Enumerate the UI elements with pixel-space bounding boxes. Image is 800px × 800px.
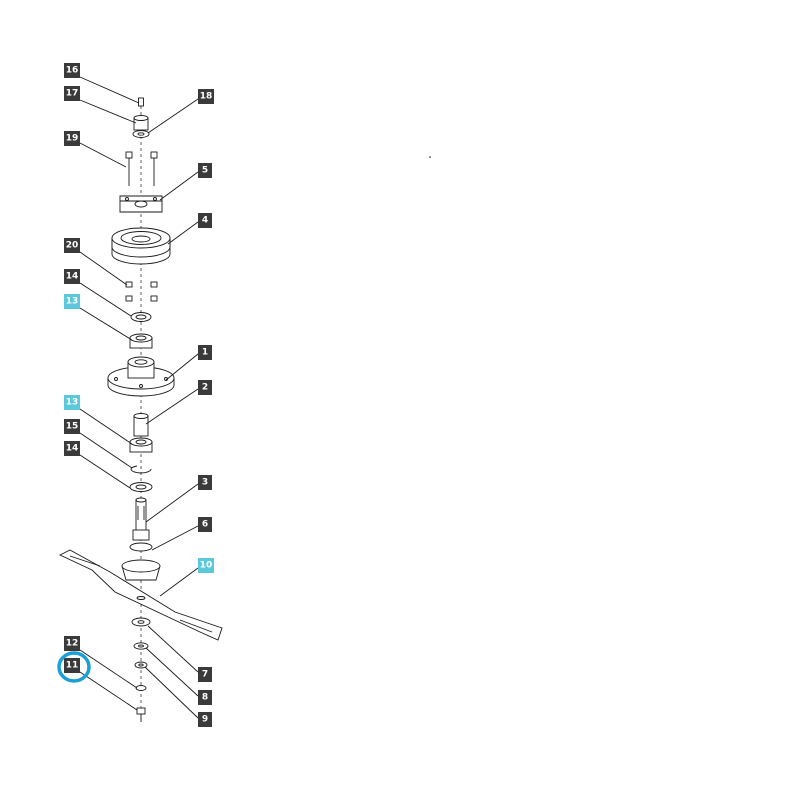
callout-13-upper-box [64,294,80,309]
callout-17-box [64,86,80,101]
part-14-washer-upper [130,312,152,322]
callout-6-text: 6 [202,520,208,530]
callout-19: 19 [64,131,80,146]
callout-13-upper-text: 13 [66,297,79,307]
part-11-bolt [136,707,146,722]
callout-1: 1 [198,345,212,360]
callout-14-lower-box [64,441,80,456]
part-3-spindle [132,497,150,541]
callout-9: 9 [198,712,212,727]
callout-14-lower-text: 14 [66,444,79,454]
callout-12-text: 12 [66,639,79,649]
callout-3-box [198,475,212,490]
part-4-pulley [111,227,171,265]
callout-7: 7 [198,667,212,682]
callout-15: 15 [64,419,80,434]
callout-18-text: 18 [200,92,213,102]
callout-4: 4 [198,213,212,228]
part-16-screw [138,97,144,107]
callout-6: 6 [198,517,212,532]
callout-2-text: 2 [202,383,208,393]
callout-14-upper-box [64,269,80,284]
callout-15-text: 15 [66,422,79,432]
callout-10-text: 10 [200,561,213,571]
callout-17: 17 [64,86,80,101]
callout-9-text: 9 [202,715,208,725]
callout-1-text: 1 [202,348,208,358]
part-15-circlip [130,465,152,474]
callout-11-text: 11 [66,661,79,671]
callout-11-highlight-circle [57,651,91,683]
callout-14-upper: 14 [64,269,80,284]
callout-8-text: 8 [202,693,208,703]
callout-20: 20 [64,238,80,253]
callout-9-box [198,712,212,727]
callout-13-lower: 13 [64,395,80,410]
callout-1-box [198,345,212,360]
part-12-nut [135,685,147,691]
stray-dot [429,156,431,158]
callout-20-text: 20 [66,241,79,251]
callout-14-lower: 14 [64,441,80,456]
callout-3-text: 3 [202,478,208,488]
callout-11: 11 [64,658,80,673]
callout-19-text: 19 [66,134,79,144]
callout-18: 18 [198,89,214,104]
callout-16-box [64,63,80,78]
callout-7-box [198,667,212,682]
callout-7-text: 7 [202,670,208,680]
callout-2: 2 [198,380,212,395]
callout-5-text: 5 [202,166,208,176]
callout-13-lower-box [64,395,80,410]
callout-16: 16 [64,63,80,78]
callout-8-box [198,690,212,705]
callout-11-box [64,658,80,673]
callout-10-box [198,558,214,573]
part-10-blade [58,549,223,641]
callout-13-lower-text: 13 [66,398,79,408]
part-14-washer-lower [129,482,153,492]
callout-14-upper-text: 14 [66,272,79,282]
callout-12: 12 [64,636,80,651]
part-7-washer [131,617,151,627]
part-9-lock-washer [134,661,148,669]
part-5-plate [119,195,163,213]
callout-15-box [64,419,80,434]
callout-18-box [198,89,214,104]
part-17-nut [133,115,149,131]
callout-13-upper: 13 [64,294,80,309]
callout-2-box [198,380,212,395]
callout-8: 8 [198,690,212,705]
callout-10: 10 [198,558,214,573]
callout-17-text: 17 [66,89,79,99]
part-20-nuts [125,281,158,302]
callout-20-box [64,238,80,253]
part-18-washer [132,130,150,138]
callout-3: 3 [198,475,212,490]
leader-lines [79,76,199,719]
part-1-housing [107,356,175,397]
callout-19-box [64,131,80,146]
part-13-bearing-upper [129,333,153,349]
part-8-washer [133,642,149,650]
callout-4-box [198,213,212,228]
part-19-bolts [125,151,158,186]
callout-4-text: 4 [202,216,208,226]
callout-labels: 16 17 18 19 5 4 20 14 [64,63,214,727]
part-2-spacer [133,413,149,437]
callout-5: 5 [198,163,212,178]
part-13-bearing-lower [129,437,153,453]
callout-16-text: 16 [66,66,79,76]
callout-5-box [198,163,212,178]
part-6-hub [129,542,153,552]
callout-6-box [198,517,212,532]
callout-12-box [64,636,80,651]
